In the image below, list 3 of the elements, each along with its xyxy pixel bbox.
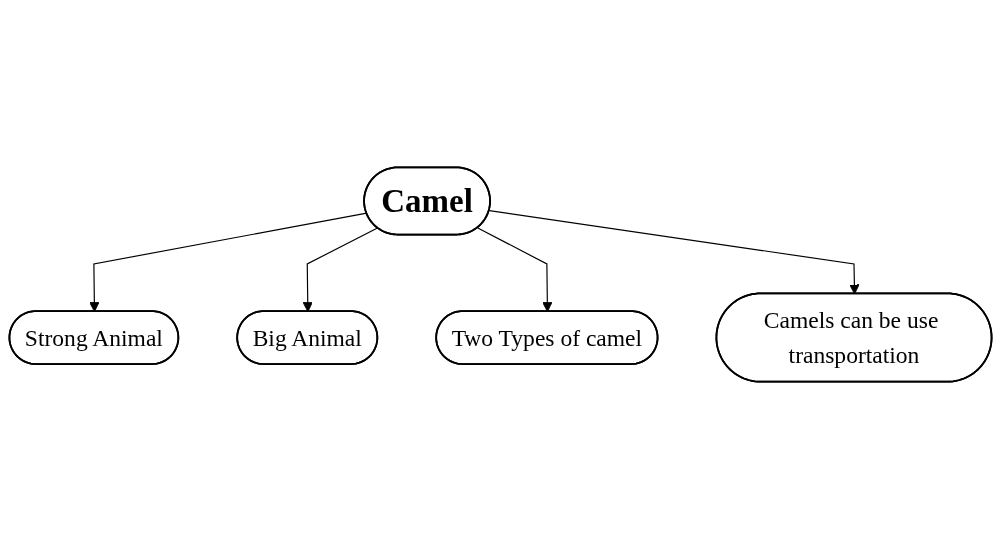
arrow	[302, 227, 379, 313]
arrow	[488, 210, 860, 295]
arrow	[477, 227, 553, 313]
